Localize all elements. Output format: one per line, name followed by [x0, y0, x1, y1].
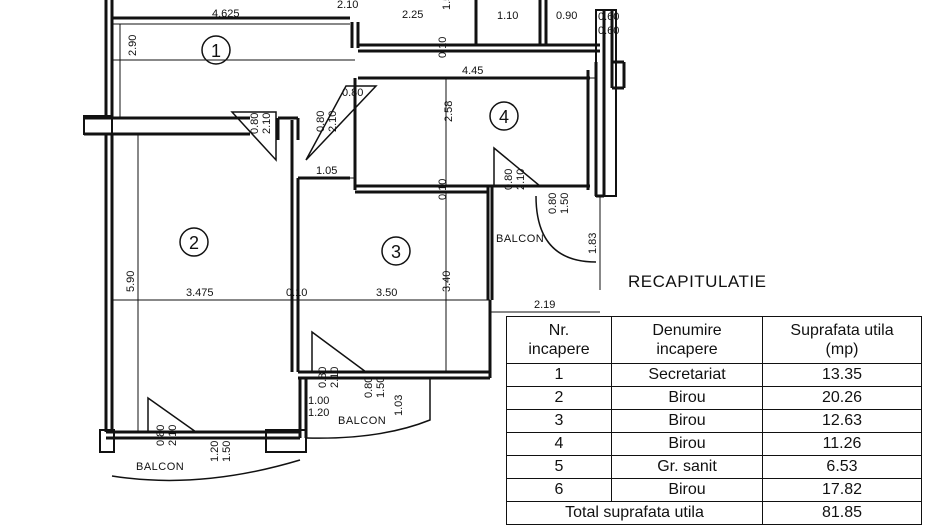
dim-r4-win-w: 0.80: [547, 193, 559, 214]
dim-r2-win-w: 1.20: [209, 441, 221, 462]
dim-r4-win-h: 1.50: [559, 193, 571, 214]
dim-width-3475: 3.475: [186, 287, 214, 299]
balcony-labels: BALCON BALCON BALCON: [136, 233, 544, 473]
dim-top-4625: 4.625: [212, 8, 240, 20]
dim-b2-120: 1.20: [308, 407, 329, 419]
room-number-cell: 5: [506, 455, 612, 479]
dim-r2-door-h: 2.10: [167, 425, 179, 446]
room-markers: [179, 35, 519, 266]
room-name-cell: Birou: [611, 432, 763, 456]
dim-r3-door-h: 2.10: [329, 367, 341, 388]
dim-r1-height: 2.90: [127, 35, 139, 56]
area-cell: 17.82: [762, 478, 922, 502]
dim-width-445: 4.45: [462, 65, 483, 77]
dimension-lines: [112, 23, 601, 432]
dim-wall-010: 0.10: [286, 287, 307, 299]
dim-r4-door-w: 0.80: [503, 169, 515, 190]
dimension-labels: 4.625 2.10 2.25 1.50 1.10 0.90 0.60 0.60…: [125, 0, 619, 462]
room-4-circle: [489, 101, 519, 131]
area-cell: 11.26: [762, 432, 922, 456]
dim-top-110: 1.10: [497, 10, 518, 22]
dim-r2-height: 5.90: [125, 271, 137, 292]
dim-top-210: 2.10: [337, 0, 358, 11]
dim-r3-win-h: 1.50: [375, 377, 387, 398]
dim-width-219: 2.19: [534, 299, 555, 311]
dim-r3-door-w: 0.80: [317, 367, 329, 388]
header-room-number: Nr.incapere: [506, 316, 612, 364]
room-number-cell: 2: [506, 386, 612, 410]
dim-hall-door-w2: 0.80: [342, 87, 363, 99]
wall-hatch: [83, 9, 617, 453]
door-swings: [111, 85, 597, 482]
dim-r1-door-w: 0.80: [249, 113, 261, 134]
dim-b2-100: 1.00: [308, 395, 329, 407]
room-2-number: 2: [189, 233, 199, 253]
dim-width-105: 1.05: [316, 165, 337, 177]
header-area: Suprafata utila(mp): [762, 316, 922, 364]
room-name-cell: Birou: [611, 478, 763, 502]
plan-lines: [83, 0, 626, 482]
room-number-cell: 6: [506, 478, 612, 502]
dim-top-090: 0.90: [556, 10, 577, 22]
room-number-cell: 1: [506, 363, 612, 387]
room-2-circle: [179, 227, 209, 257]
dim-r4-door-h: 2.10: [515, 169, 527, 190]
dim-top-150: 1.50: [441, 0, 453, 10]
room-3-circle: [381, 236, 411, 266]
dim-r2-win-h: 1.50: [221, 441, 233, 462]
balcony-label-east: BALCON: [496, 233, 544, 245]
room-1-circle: [201, 35, 231, 65]
dim-r3-height: 3.40: [441, 271, 453, 292]
room-3-number: 3: [391, 242, 401, 262]
dim-corr-010a: 0.10: [437, 37, 449, 58]
room-name-cell: Gr. sanit: [611, 455, 763, 479]
total-value: 81.85: [762, 501, 922, 525]
dim-hall-door-w1: 0.80: [315, 111, 327, 132]
room-name-cell: Birou: [611, 409, 763, 433]
dim-balc-183: 1.83: [587, 233, 599, 254]
dim-corr-010b: 0.10: [437, 179, 449, 200]
room-name-cell: Secretariat: [611, 363, 763, 387]
dim-top-225: 2.25: [402, 9, 423, 21]
room-number-cell: 3: [506, 409, 612, 433]
balcony-label-middle: BALCON: [338, 415, 386, 427]
dim-r2-door-w: 0.80: [155, 425, 167, 446]
room-4-number: 4: [499, 107, 509, 127]
total-label: Total suprafata utila: [506, 501, 763, 525]
dim-width-350: 3.50: [376, 287, 397, 299]
dim-r1-door-h: 2.10: [261, 113, 273, 134]
balcony-label-west: BALCON: [136, 461, 184, 473]
area-cell: 12.63: [762, 409, 922, 433]
dim-b2-103: 1.03: [393, 395, 405, 416]
area-cell: 20.26: [762, 386, 922, 410]
room-1-number: 1: [211, 41, 221, 61]
area-cell: 6.53: [762, 455, 922, 479]
room-numbers: 1 2 3 4: [189, 41, 509, 262]
room-number-cell: 4: [506, 432, 612, 456]
dim-r3-win-w: 0.80: [363, 377, 375, 398]
room-name-cell: Birou: [611, 386, 763, 410]
window-strips: [196, 185, 588, 433]
dim-hall-door-h1: 2.10: [327, 111, 339, 132]
recap-title: RECAPITULATIE: [628, 272, 767, 291]
dim-r4-height: 2.58: [443, 101, 455, 122]
dim-top-060a: 0.60: [598, 11, 619, 23]
area-cell: 13.35: [762, 363, 922, 387]
dim-top-060b: 0.60: [598, 25, 619, 37]
